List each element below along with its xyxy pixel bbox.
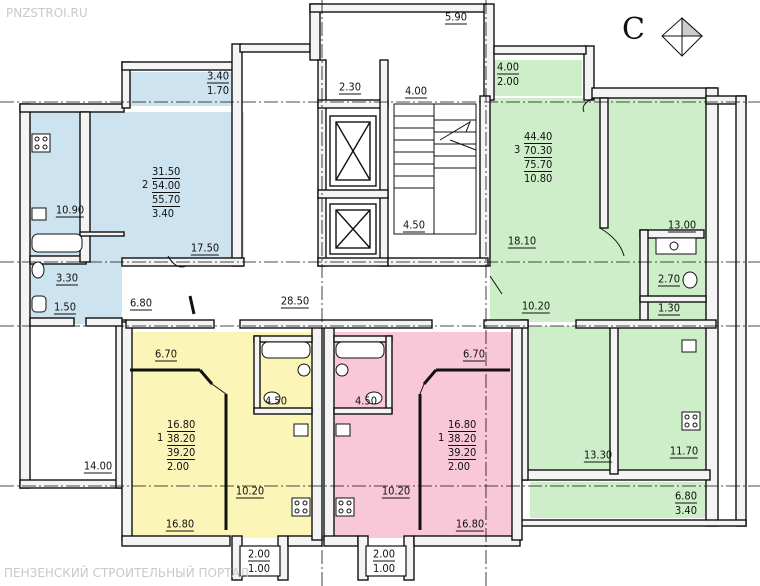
apartment-1-left-summary: 1 16.80 38.20 39.20 2.00 — [157, 418, 196, 473]
apartment-3-summary: 3 44.40 70.30 75.70 10.80 — [514, 130, 553, 185]
apartment-1-right-summary: 1 16.80 38.20 39.20 2.00 — [438, 418, 477, 473]
area-lift-hall: 2.30 — [338, 80, 362, 95]
fixtures — [31, 133, 701, 517]
area-wc-right: 1.30 — [657, 301, 681, 316]
area-kitchen-left: 10.90 — [55, 203, 85, 218]
area-hall-left: 6.80 — [129, 296, 153, 311]
apartment-2-rooms: 2 — [142, 178, 149, 191]
apartment-1-right-total: 38.20 — [448, 432, 477, 446]
apartment-1-right-total-balcony: 39.20 — [448, 446, 477, 460]
apartment-3-living: 44.40 — [524, 130, 553, 144]
area-room-3-lower-left: 13.30 — [583, 448, 613, 463]
area-balcony-1-right-a: 2.00 — [372, 547, 396, 562]
area-hall-1-left: 6.70 — [154, 347, 178, 362]
staircase — [393, 103, 477, 235]
apartment-2-total: 54.00 — [152, 179, 181, 193]
area-stair-top: 4.00 — [404, 84, 428, 99]
area-bath-1-right: 4.50 — [354, 394, 378, 409]
apartment-1-right-rooms: 1 — [438, 431, 445, 444]
area-balcony-1-left-b: 1.00 — [247, 562, 271, 575]
area-wc-left: 1.50 — [53, 300, 77, 315]
elevator-shafts — [329, 115, 377, 255]
compass-rose — [661, 16, 704, 57]
area-room-1-right: 16.80 — [455, 517, 485, 532]
apartment-1-left-fill — [130, 332, 312, 538]
area-hall-1-right: 6.70 — [462, 347, 486, 362]
area-balcony-top-center: 5.90 — [444, 10, 468, 25]
apartment-1-left-total-balcony: 39.20 — [167, 446, 196, 460]
area-bath-right: 2.70 — [657, 272, 681, 287]
area-hall-right: 10.20 — [521, 299, 551, 314]
apartment-3-total-balcony: 75.70 — [524, 158, 553, 172]
area-balcony-1-left-a: 2.00 — [247, 547, 271, 562]
area-kitchen-1-left: 10.20 — [235, 484, 265, 499]
apartment-1-right-balcony: 2.00 — [448, 460, 471, 473]
apartment-1-left-total: 38.20 — [167, 432, 196, 446]
area-balcony-1-right-b: 1.00 — [372, 562, 396, 575]
area-balcony-top-right-a: 4.00 — [496, 60, 520, 75]
area-kitchen-1-right: 10.20 — [381, 484, 411, 499]
apartment-2-living: 31.50 — [152, 165, 181, 179]
area-stair-landing: 4.50 — [402, 218, 426, 233]
area-bath-left: 3.30 — [55, 271, 79, 286]
area-room-1-left: 16.80 — [165, 517, 195, 532]
area-room-3-lower-right: 11.70 — [669, 444, 699, 459]
apartment-3-balcony: 10.80 — [524, 172, 553, 185]
area-balcony-top-right-b: 2.00 — [496, 75, 520, 88]
apartment-2-summary: 2 31.50 54.00 55.70 3.40 — [142, 165, 181, 220]
area-balcony-bottom-right-a: 6.80 — [674, 489, 698, 504]
apartment-1-left-living: 16.80 — [167, 418, 196, 432]
watermark-top: PNZSTROI.RU — [6, 6, 88, 20]
area-room-3-left: 18.10 — [507, 234, 537, 249]
apartment-2-total-balcony: 55.70 — [152, 193, 181, 207]
apartment-2-balcony: 3.40 — [152, 207, 175, 220]
apartment-3-total: 70.30 — [524, 144, 553, 158]
apartment-3-rooms: 3 — [514, 143, 521, 156]
area-room-2-main: 17.50 — [190, 241, 220, 256]
area-balcony-top-left-b: 1.70 — [206, 84, 230, 97]
area-room-left-lower: 14.00 — [83, 459, 113, 474]
area-corridor: 28.50 — [280, 294, 310, 309]
area-bath-1-left: 4.50 — [264, 394, 288, 409]
area-balcony-top-left-a: 3.40 — [206, 69, 230, 84]
apartment-1-right-living: 16.80 — [448, 418, 477, 432]
area-balcony-bottom-right-b: 3.40 — [674, 504, 698, 517]
apartment-1-right-fill — [330, 332, 516, 538]
doors — [130, 97, 625, 530]
watermark-bottom: ПЕНЗЕНСКИЙ СТРОИТЕЛЬНЫЙ ПОРТАЛ — [4, 566, 249, 580]
compass-north-letter: C — [622, 12, 645, 47]
apartment-1-left-balcony: 2.00 — [167, 460, 190, 473]
apartment-1-left-rooms: 1 — [157, 431, 164, 444]
area-room-3-right: 13.00 — [667, 218, 697, 233]
